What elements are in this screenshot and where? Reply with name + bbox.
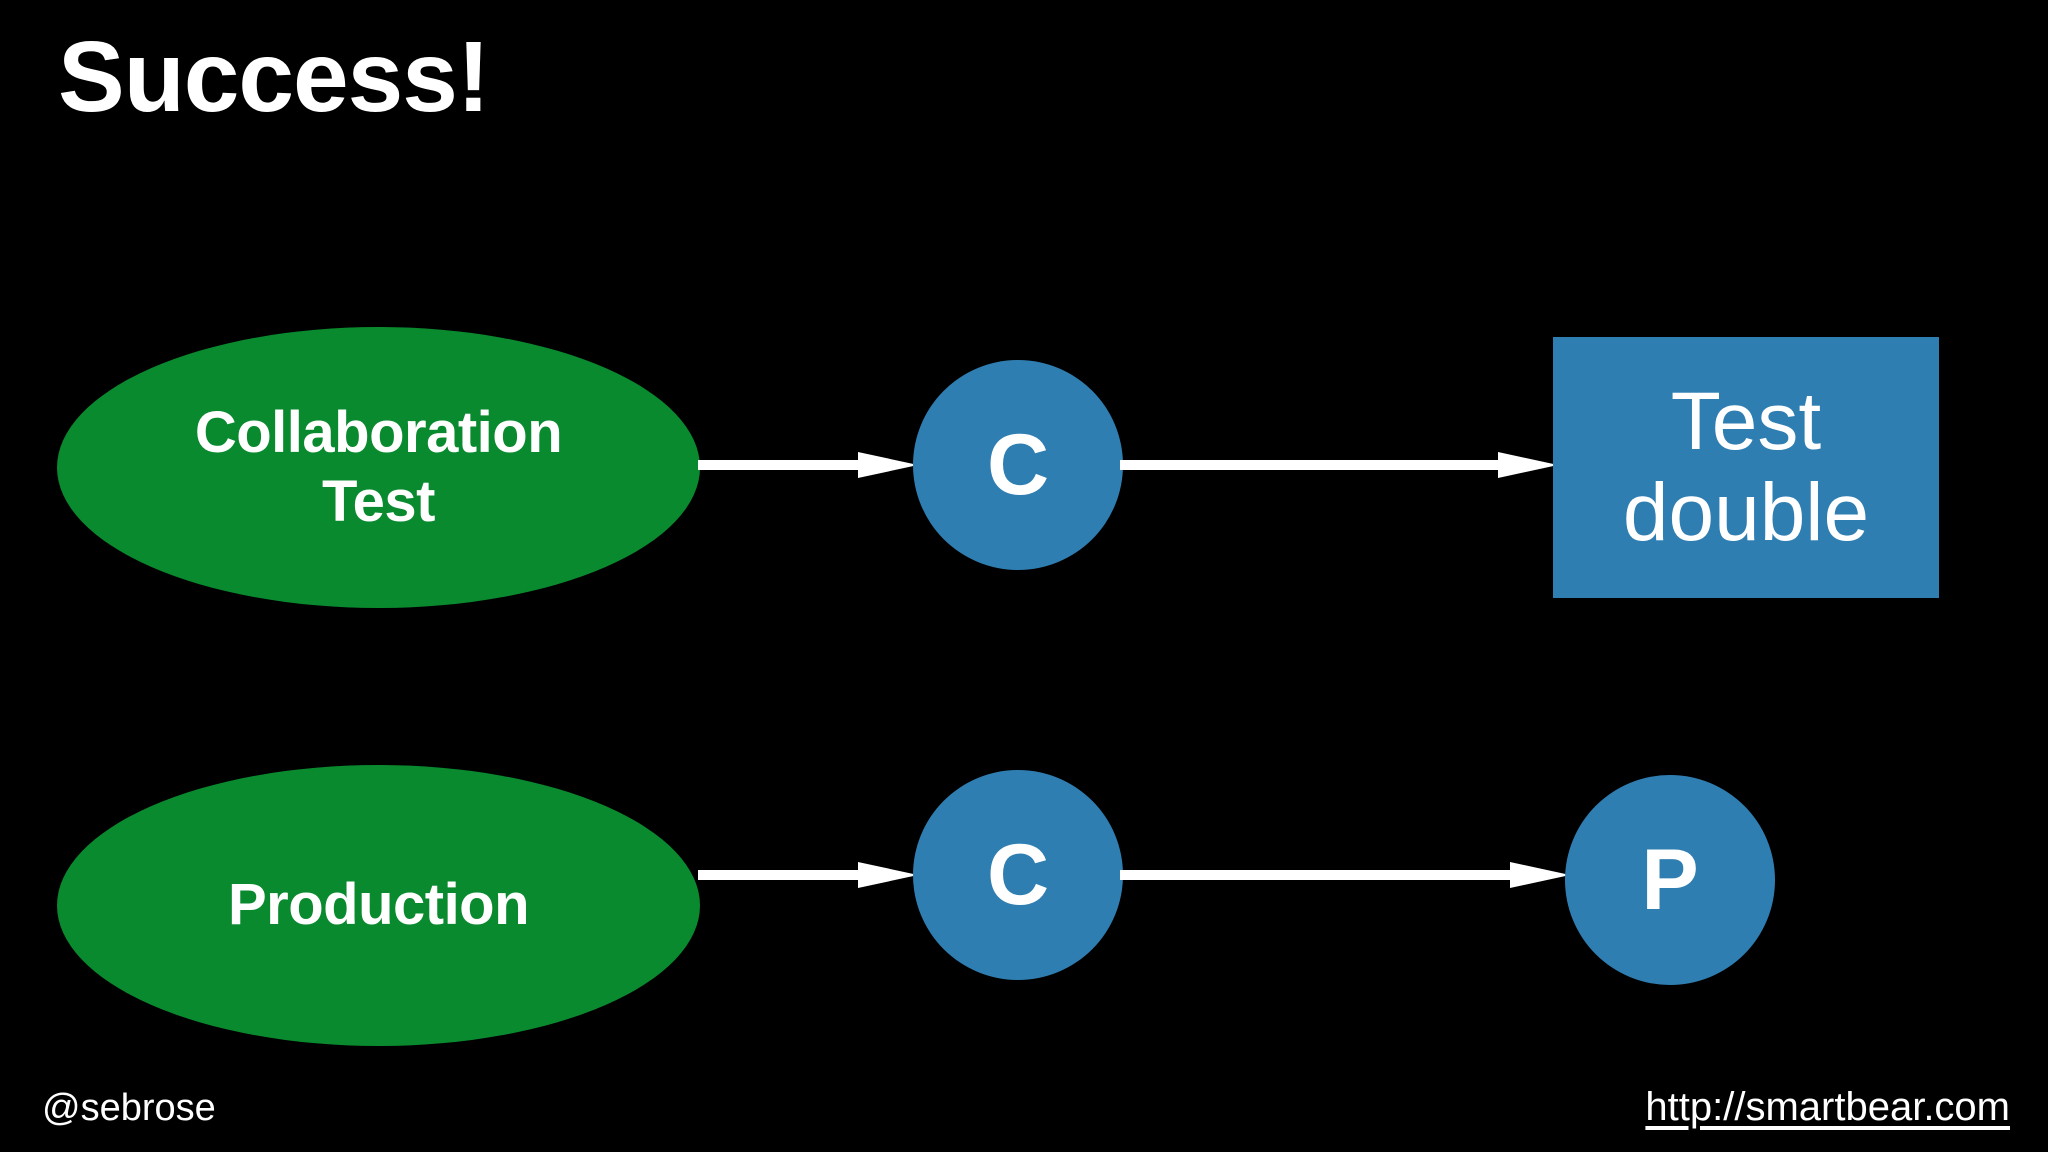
footer-handle: @sebrose — [42, 1087, 216, 1129]
node-c-collaboration-label: C — [986, 417, 1050, 513]
node-test-double: Test double — [1553, 337, 1939, 598]
node-p-production: P — [1565, 775, 1775, 985]
node-test-double-line2: double — [1622, 466, 1870, 558]
node-c-collaboration: C — [913, 360, 1123, 570]
node-collaboration-test: Collaboration Test — [57, 327, 700, 608]
node-p-production-label: P — [1641, 832, 1699, 928]
node-test-double-label: Test double — [1623, 377, 1869, 557]
node-production: Production — [57, 765, 700, 1046]
footer-url-link[interactable]: http://smartbear.com — [1645, 1085, 2010, 1129]
node-c-production-label: C — [986, 827, 1050, 923]
page-title: Success! — [58, 21, 490, 133]
node-collaboration-test-line2: Test — [322, 468, 435, 534]
node-collaboration-test-line1: Collaboration — [194, 400, 563, 466]
arrow-production-to-c — [698, 862, 918, 888]
arrow-collaboration-test-to-c — [698, 452, 918, 478]
node-production-label: Production — [227, 872, 530, 938]
node-collaboration-test-label: Collaboration Test — [194, 399, 563, 536]
node-test-double-line1: Test — [1670, 376, 1822, 468]
arrow-c-to-p — [1120, 862, 1570, 888]
arrow-c-to-test-double — [1120, 452, 1558, 478]
node-c-production: C — [913, 770, 1123, 980]
